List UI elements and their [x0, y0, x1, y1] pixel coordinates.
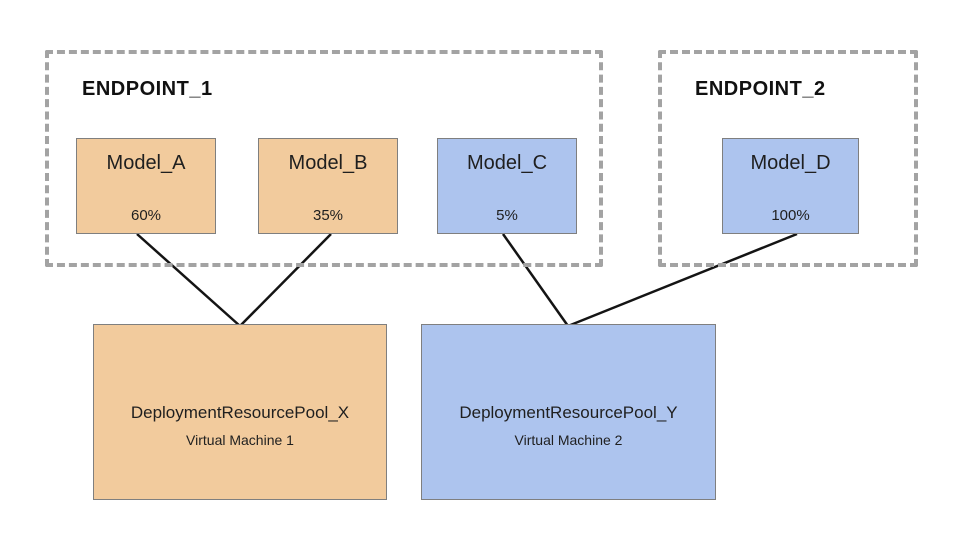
model-d-name: Model_D — [750, 152, 831, 174]
model-a-box: Model_A 60% — [76, 138, 216, 234]
pool-x-box: DeploymentResourcePool_X Virtual Machine… — [93, 324, 387, 500]
model-b-traffic: 35% — [312, 207, 344, 224]
pool-y-name: DeploymentResourcePool_Y — [459, 403, 678, 422]
model-c-box: Model_C 5% — [437, 138, 577, 234]
pool-x-machine: Virtual Machine 1 — [186, 432, 294, 448]
pool-y-machine: Virtual Machine 2 — [514, 432, 623, 448]
endpoint-1-title: ENDPOINT_1 — [82, 78, 213, 100]
model-b-name: Model_B — [288, 152, 368, 174]
model-b-box: Model_B 35% — [258, 138, 398, 234]
model-c-name: Model_C — [466, 152, 548, 174]
endpoint-2-title: ENDPOINT_2 — [695, 78, 826, 100]
endpoint-1-container: ENDPOINT_1 — [45, 50, 603, 267]
model-c-traffic: 5% — [496, 207, 518, 224]
model-d-box: Model_D 100% — [722, 138, 859, 234]
model-a-traffic: 60% — [130, 207, 162, 224]
model-d-traffic: 100% — [771, 207, 810, 224]
pool-y-box: DeploymentResourcePool_Y Virtual Machine… — [421, 324, 716, 500]
endpoint-2-container: ENDPOINT_2 — [658, 50, 918, 267]
model-a-name: Model_A — [106, 152, 186, 174]
pool-x-name: DeploymentResourcePool_X — [130, 403, 350, 422]
